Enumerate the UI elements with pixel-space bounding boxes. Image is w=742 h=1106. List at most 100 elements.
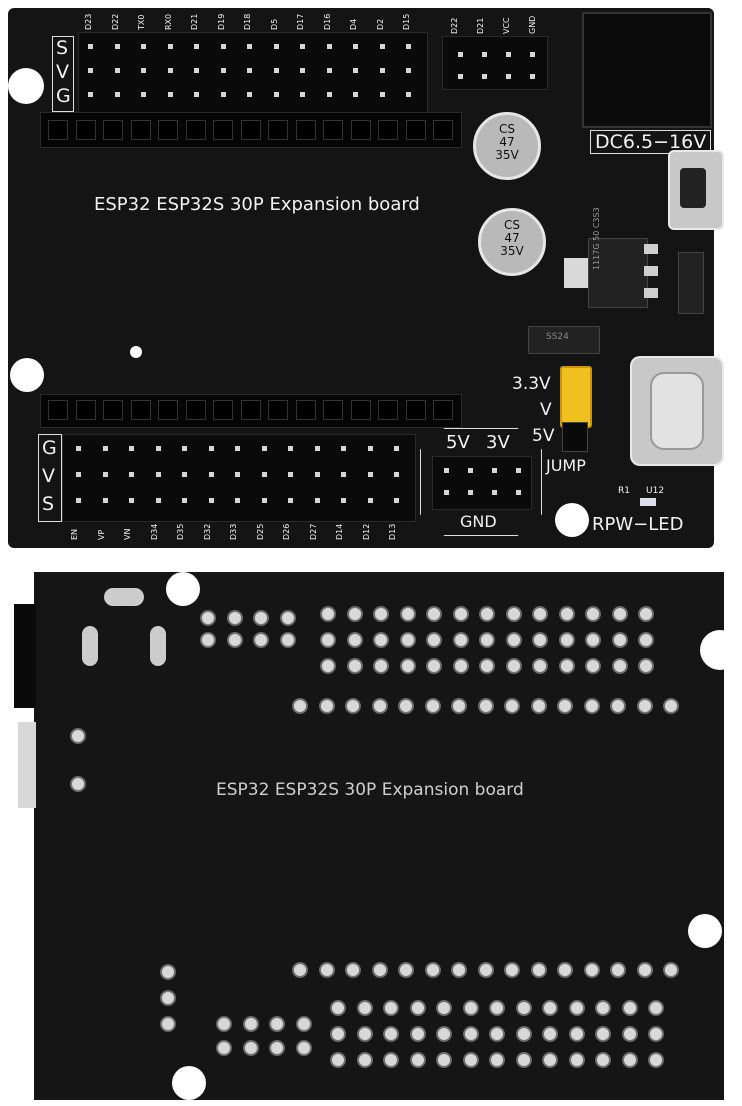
capacitor: CS 47 35V (473, 112, 541, 180)
pin-label: D12 (361, 523, 371, 540)
solder-pad (356, 1000, 373, 1016)
solder-pad (452, 658, 469, 674)
header-pin (468, 490, 473, 495)
header-pin (300, 68, 305, 73)
pin-label: D22 (450, 17, 459, 34)
header-pin (114, 92, 120, 97)
pin-label: D2 (375, 18, 385, 30)
diode-ss24 (678, 252, 704, 314)
header-pin (208, 446, 214, 451)
solder-pad (558, 632, 575, 648)
solder-pad (269, 1016, 285, 1032)
header-pin (288, 446, 293, 451)
header-pin (182, 446, 187, 451)
solder-pad (318, 962, 335, 978)
voltage-jumper[interactable] (560, 366, 592, 428)
solder-pad (568, 1026, 585, 1042)
header-pin (367, 446, 373, 451)
solder-pad (436, 1000, 452, 1016)
header-pin (129, 498, 134, 503)
power-select-header (432, 456, 532, 510)
solder-pad (479, 658, 495, 674)
cap-text: CS (504, 218, 520, 232)
socket (103, 400, 123, 420)
header-pin (76, 472, 81, 477)
socket (213, 120, 233, 140)
solder-pad (346, 632, 363, 648)
solder-pad (295, 1040, 312, 1056)
socket (185, 400, 206, 420)
header-pin (220, 44, 226, 49)
slot-pad (104, 588, 144, 606)
header-pin (194, 92, 199, 97)
header-pin (314, 472, 320, 477)
pin-label: D4 (349, 18, 358, 30)
solder-pad (70, 776, 86, 792)
solder-pad (330, 1052, 346, 1068)
header-pin (235, 498, 240, 503)
header-pin (208, 472, 214, 477)
solder-pad (663, 962, 679, 978)
row-label: V (42, 465, 55, 487)
regulator-tab (564, 258, 588, 288)
gvs-row-labels: G V S (38, 434, 62, 522)
pin-label: D34 (149, 523, 159, 540)
solder-pad (621, 1026, 638, 1042)
pin-label: D18 (243, 13, 252, 30)
pin-label: D33 (229, 523, 238, 540)
header-pin (516, 490, 521, 495)
solder-pad (330, 1000, 346, 1016)
solder-pad (320, 606, 336, 622)
row-label: S (42, 493, 55, 515)
header-pin (141, 44, 146, 49)
solder-pad (611, 658, 628, 674)
solder-pad (636, 962, 653, 978)
header-pin (314, 498, 320, 503)
socket (130, 120, 151, 140)
solder-pad (479, 606, 495, 622)
regulator-pin (644, 288, 658, 298)
pin-label: D21 (476, 17, 485, 34)
header-pin (235, 446, 240, 451)
micro-usb-opening (680, 168, 706, 208)
solder-pad (558, 606, 575, 622)
solder-pad (542, 1026, 558, 1042)
solder-pad (200, 610, 216, 626)
solder-pad (253, 632, 269, 648)
power-header (442, 36, 548, 90)
solder-pad (611, 632, 628, 648)
header-pin (261, 498, 267, 503)
solder-pad (409, 1052, 426, 1068)
solder-pad (462, 1052, 479, 1068)
header-pin (367, 498, 373, 503)
solder-pad (479, 632, 495, 648)
header-pin (235, 472, 240, 477)
header-pin (114, 44, 120, 49)
capacitor: CS 47 35V (478, 208, 546, 276)
solder-pad (663, 698, 679, 714)
solder-pad (226, 610, 243, 626)
solder-pad (532, 632, 548, 648)
solder-pad (279, 632, 296, 648)
header-pin (458, 52, 463, 57)
pin-label: D26 (282, 523, 291, 540)
gnd-label: GND (460, 512, 497, 531)
socket (323, 120, 343, 140)
header-pin (129, 472, 134, 477)
pin-label: D27 (308, 523, 318, 540)
solder-pad (330, 1026, 346, 1042)
solder-pad (216, 1040, 232, 1056)
top-male-header-block (78, 32, 428, 116)
socket (103, 120, 123, 140)
header-pin (182, 472, 187, 477)
board-edge-component (18, 722, 36, 808)
solder-pad (489, 1000, 505, 1016)
header-pin (379, 68, 385, 73)
header-pin (394, 472, 399, 477)
cap-text: 47 (504, 231, 520, 245)
socket (48, 120, 68, 140)
solder-pad (253, 610, 269, 626)
row-label: G (56, 85, 71, 107)
header-pin (114, 68, 120, 73)
pin-label: D5 (269, 18, 279, 30)
